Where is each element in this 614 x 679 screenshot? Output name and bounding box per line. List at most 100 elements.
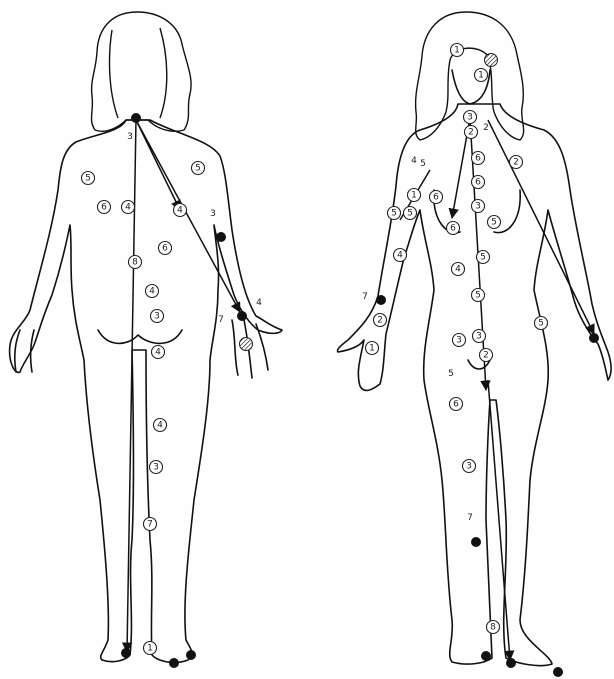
point-number: 4 <box>125 203 131 213</box>
point-number: 2 <box>468 128 474 138</box>
point-number: 5 <box>195 164 201 174</box>
point-number: 5 <box>475 291 481 301</box>
point-number: 4 <box>149 287 155 297</box>
back-hatched-point <box>240 338 253 351</box>
front-numbered-point: 6 <box>472 176 485 189</box>
back-figure <box>10 12 282 663</box>
point-number: 3 <box>475 202 481 212</box>
back-solid-point <box>186 650 196 660</box>
front-meridian-label: 4 <box>411 156 417 166</box>
back-solid-point <box>169 658 179 668</box>
back-meridian-label: 4 <box>256 298 262 308</box>
back-meridian-label: 3 <box>210 209 216 219</box>
point-number: 7 <box>147 520 153 530</box>
front-solid-point <box>506 658 516 668</box>
point-number: 5 <box>85 174 91 184</box>
back-meridian-label: 3 <box>127 132 133 142</box>
front-numbered-point: 3 <box>473 330 486 343</box>
point-number: 2 <box>513 158 519 168</box>
point-number: 6 <box>433 193 439 203</box>
front-numbered-point: 5 <box>388 207 401 220</box>
back-solid-point <box>237 311 247 321</box>
front-numbered-point: 2 <box>374 314 387 327</box>
front-numbered-point: 1 <box>451 44 464 57</box>
front-numbered-point: 5 <box>477 251 490 264</box>
front-numbered-point: 5 <box>404 207 417 220</box>
back-numbered-point: 5 <box>82 172 95 185</box>
point-number: 1 <box>478 71 484 81</box>
point-number: 5 <box>391 209 397 219</box>
point-number: 4 <box>157 421 163 431</box>
back-solid-point <box>131 113 141 123</box>
point-number: 4 <box>155 348 161 358</box>
front-meridian-label: 7 <box>467 513 473 523</box>
front-solid-point <box>553 667 563 677</box>
front-numbered-point: 1 <box>475 69 488 82</box>
front-numbered-point: 3 <box>464 111 477 124</box>
front-numbered-point: 3 <box>463 460 476 473</box>
point-number: 6 <box>450 224 456 234</box>
front-numbered-point: 1 <box>366 342 379 355</box>
front-numbered-point: 4 <box>452 263 465 276</box>
point-number: 6 <box>162 244 168 254</box>
point-number: 3 <box>153 463 159 473</box>
front-meridian-label: 2 <box>483 123 489 133</box>
back-numbered-point: 8 <box>129 256 142 269</box>
front-numbered-point: 5 <box>488 216 501 229</box>
back-numbered-point: 4 <box>154 419 167 432</box>
back-numbered-point: 7 <box>144 518 157 531</box>
back-numbered-point: 3 <box>150 461 163 474</box>
front-numbered-point: 2 <box>465 126 478 139</box>
point-number: 4 <box>177 206 183 216</box>
back-numbered-point: 6 <box>159 242 172 255</box>
back-solid-point <box>216 232 226 242</box>
front-numbered-point: 2 <box>510 156 523 169</box>
front-numbered-point: 6 <box>450 398 463 411</box>
point-number: 2 <box>483 351 489 361</box>
back-meridian-hand <box>136 120 240 312</box>
point-number: 2 <box>377 316 383 326</box>
front-numbered-point: 1 <box>408 189 421 202</box>
back-hair <box>91 12 191 131</box>
point-number: 1 <box>411 191 417 201</box>
front-numbered-point: 3 <box>453 334 466 347</box>
front-numbered-point: 2 <box>480 349 493 362</box>
point-number: 8 <box>132 258 138 268</box>
back-body-outline <box>10 120 282 663</box>
front-solid-point <box>376 295 386 305</box>
front-hatched-point <box>485 54 498 67</box>
front-numbered-point: 5 <box>472 289 485 302</box>
point-number: 1 <box>454 46 460 56</box>
front-solid-point <box>481 651 491 661</box>
point-number: 1 <box>147 644 153 654</box>
point-number: 5 <box>480 253 486 263</box>
point-number: 3 <box>467 113 473 123</box>
point-number: 3 <box>466 462 472 472</box>
back-numbered-point: 4 <box>146 285 159 298</box>
front-meridian-label: 7 <box>362 292 368 302</box>
point-number: 5 <box>407 209 413 219</box>
back-numbered-point: 3 <box>151 310 164 323</box>
back-meridian-spine <box>127 120 136 652</box>
point-number: 4 <box>455 265 461 275</box>
point-number: 3 <box>154 312 160 322</box>
point-number: 6 <box>453 400 459 410</box>
back-meridian-label: 7 <box>218 315 224 325</box>
point-number: 3 <box>456 336 462 346</box>
front-numbered-point: 6 <box>430 191 443 204</box>
point-number: 5 <box>538 319 544 329</box>
front-numbered-point: 6 <box>447 222 460 235</box>
back-numbered-point: 1 <box>144 642 157 655</box>
point-number: 8 <box>490 623 496 633</box>
back-numbered-point: 4 <box>174 204 187 217</box>
front-numbered-point: 8 <box>487 621 500 634</box>
back-solid-point <box>121 648 131 658</box>
front-solid-point <box>471 537 481 547</box>
front-numbered-point: 6 <box>472 152 485 165</box>
back-numbered-point: 4 <box>152 346 165 359</box>
point-number: 1 <box>369 344 375 354</box>
back-numbered-point: 6 <box>98 201 111 214</box>
point-number: 5 <box>491 218 497 228</box>
